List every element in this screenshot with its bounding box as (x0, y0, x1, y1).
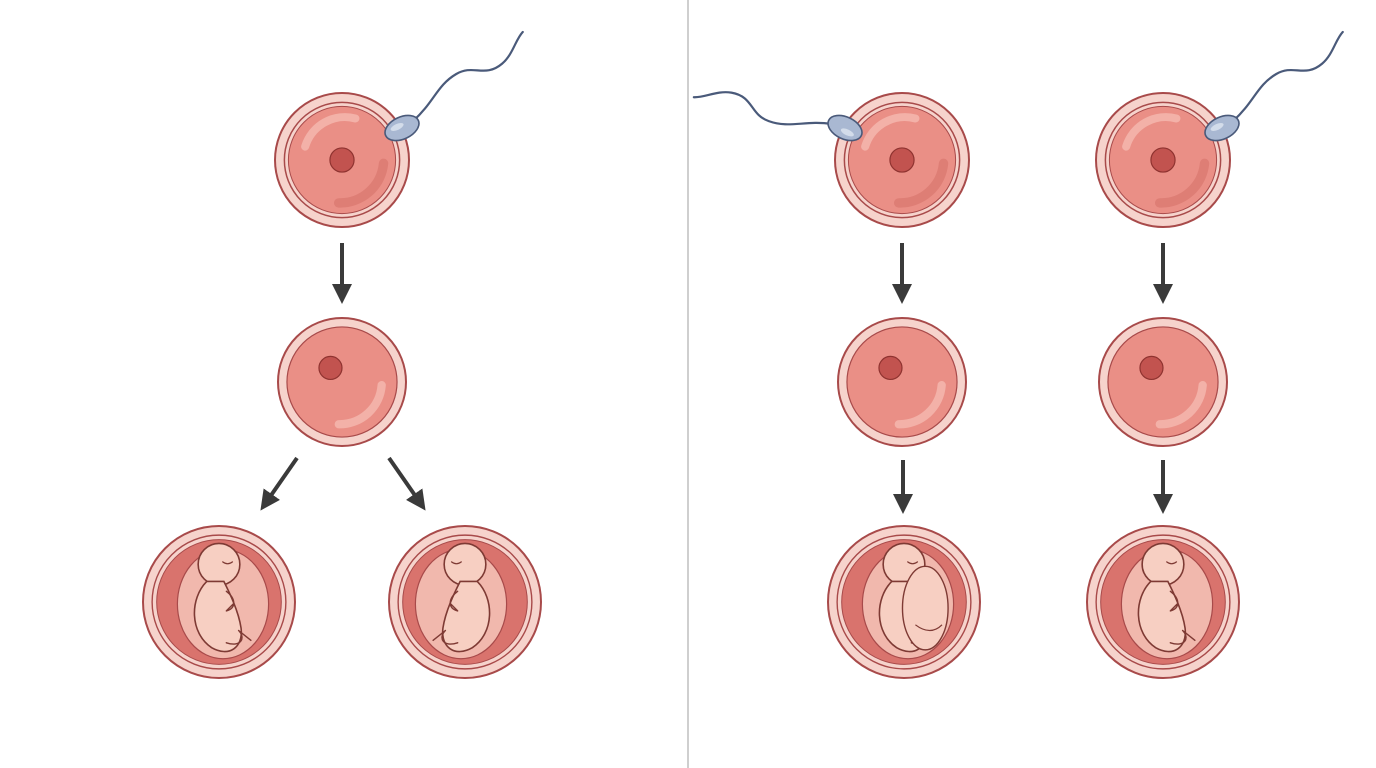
nucleus (1150, 147, 1176, 173)
sperm-icon (692, 91, 863, 142)
fetus (193, 542, 252, 653)
nucleus (318, 355, 343, 381)
embryo-icon (388, 525, 542, 679)
fetus (432, 542, 491, 653)
zygote-icon (837, 317, 967, 447)
nucleus (1139, 355, 1164, 381)
nucleus (878, 355, 903, 381)
zygote-icon (277, 317, 407, 447)
egg-cell-icon (274, 92, 410, 228)
zygote-icon (1098, 317, 1228, 447)
egg-cell-icon (1095, 92, 1231, 228)
embryo-icon (142, 525, 296, 679)
nucleus (889, 147, 915, 173)
arrow-down-icon (260, 456, 299, 511)
embryo-icon (1086, 525, 1240, 679)
sperm-icon (1204, 30, 1344, 142)
sperm-icon (384, 30, 524, 142)
panel-left (142, 30, 542, 679)
arrow-down-icon (387, 456, 426, 511)
nucleus (329, 147, 355, 173)
embryo-icon (827, 525, 981, 679)
panel-right (692, 30, 1344, 679)
fetus (1137, 542, 1196, 653)
egg-cell-icon (834, 92, 970, 228)
